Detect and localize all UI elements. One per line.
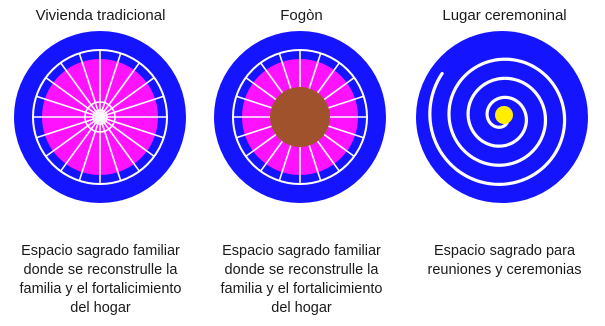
- spoke: [236, 124, 274, 139]
- panel-title: Vivienda tradicional: [35, 7, 166, 24]
- hub-inner-ring: [92, 109, 108, 125]
- spoke: [259, 62, 285, 95]
- spoke: [59, 116, 101, 172]
- spoke: [259, 139, 285, 172]
- spoke: [322, 132, 355, 158]
- panel-title: Lugar ceremoninal: [442, 7, 567, 24]
- hearth-disc: [270, 87, 330, 147]
- spoke: [99, 76, 155, 118]
- panel-vivienda-tradicional: Vivienda tradicional Espacio sagrado fam…: [0, 0, 201, 326]
- spoke: [78, 116, 101, 181]
- panel-caption: Espacio sagrado para reuniones y ceremon…: [427, 243, 582, 278]
- panel-caption: Espacio sagrado familiar donde se recons…: [220, 243, 383, 316]
- spoke: [36, 95, 101, 118]
- spiral-path: [428, 57, 567, 186]
- spoke: [99, 62, 141, 118]
- panel-lugar-ceremonial: Lugar ceremoninal Espacio sagrado para r…: [404, 0, 605, 326]
- ceremonial-spiral-icon: [416, 31, 588, 203]
- spoke: [326, 95, 364, 110]
- spoke: [99, 116, 122, 181]
- spoke: [99, 116, 155, 158]
- spoke: [59, 62, 101, 118]
- spoke: [245, 76, 278, 102]
- traditional-house-wheel-icon: [14, 31, 186, 203]
- spoke: [45, 116, 101, 158]
- spoke: [245, 132, 278, 158]
- spoke: [278, 53, 293, 91]
- spoke: [99, 53, 122, 118]
- spoke: [36, 116, 101, 139]
- panel-caption: Espacio sagrado familiar donde se recons…: [19, 243, 182, 316]
- hub-outer-ring: [84, 101, 116, 133]
- ceremonial-center-dot: [495, 106, 513, 124]
- spoke: [99, 95, 164, 118]
- spoke: [307, 53, 322, 91]
- spoke: [278, 143, 293, 181]
- spoke: [236, 95, 274, 110]
- spoke: [99, 116, 164, 139]
- spoke: [315, 139, 341, 172]
- spoke: [322, 76, 355, 102]
- spoke: [326, 124, 364, 139]
- spoke: [315, 62, 341, 95]
- panel-title: Fogòn: [280, 7, 323, 24]
- hearth-wheel-icon: [214, 31, 386, 203]
- spoke: [307, 143, 322, 181]
- spoke: [99, 116, 141, 172]
- panel-fogon: Fogòn Espacio sagrado familiar donde se …: [201, 0, 402, 326]
- spoke: [45, 76, 101, 118]
- spoke: [78, 53, 101, 118]
